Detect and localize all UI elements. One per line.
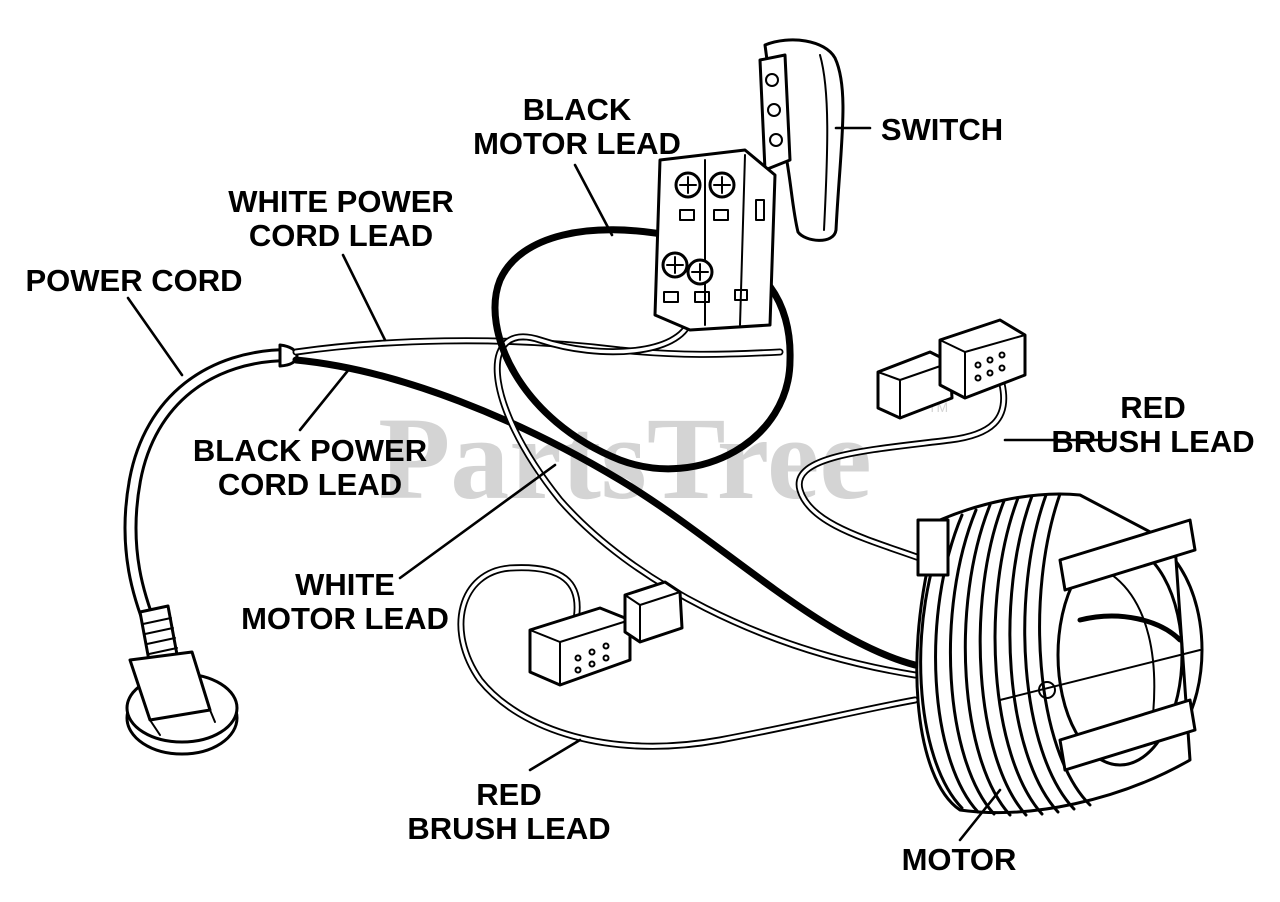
red-brush-lead-right-wire (795, 380, 1008, 564)
label-white-motor-lead: WHITE MOTOR LEAD (241, 567, 449, 636)
label-switch-text: SWITCH (881, 112, 1003, 147)
label-red-brush-lead-right-line2: BRUSH LEAD (1051, 424, 1254, 459)
label-white-motor-lead-line1: WHITE (295, 567, 395, 602)
leader-lines (126, 126, 1112, 842)
label-black-motor-lead-line2: MOTOR LEAD (473, 126, 681, 161)
label-black-power-cord-lead-line1: BLACK POWER (193, 433, 427, 468)
label-white-power-cord-lead-line2: CORD LEAD (249, 218, 433, 253)
strain-relief (138, 604, 180, 668)
switch (653, 38, 845, 332)
label-black-motor-lead: BLACK MOTOR LEAD (473, 92, 681, 161)
label-white-power-cord-lead: WHITE POWER CORD LEAD (228, 184, 454, 253)
motor-windings (919, 492, 1092, 817)
label-red-brush-lead-bottom-line2: BRUSH LEAD (407, 811, 610, 846)
white-motor-lead (493, 316, 919, 679)
label-white-power-cord-lead-line1: WHITE POWER (228, 184, 454, 219)
motor (915, 492, 1204, 817)
brush-connector-right (876, 318, 1027, 420)
label-black-motor-lead-line1: BLACK (523, 92, 632, 127)
white-power-cord-lead (292, 337, 784, 358)
label-motor: MOTOR (902, 842, 1017, 877)
label-red-brush-lead-right-line1: RED (1120, 390, 1185, 425)
black-power-cord-lead (292, 356, 919, 669)
label-black-power-cord-lead: BLACK POWER CORD LEAD (193, 433, 427, 502)
terminal-screws (661, 171, 736, 286)
terminal-slots (663, 209, 748, 303)
red-brush-lead-bottom-wire (457, 564, 919, 750)
label-switch: SWITCH (881, 112, 1003, 147)
black-motor-lead (491, 226, 794, 473)
power-cord (123, 343, 299, 756)
label-white-motor-lead-line2: MOTOR LEAD (241, 601, 449, 636)
plug (125, 650, 239, 756)
label-motor-text: MOTOR (902, 842, 1017, 877)
brush-connector-bottom (528, 580, 684, 687)
label-black-power-cord-lead-line2: CORD LEAD (218, 467, 402, 502)
label-power-cord: POWER CORD (26, 263, 243, 298)
label-red-brush-lead-bottom: RED BRUSH LEAD (407, 777, 610, 846)
label-power-cord-text: POWER CORD (26, 263, 243, 298)
label-red-brush-lead-right: RED BRUSH LEAD (1051, 390, 1254, 459)
label-red-brush-lead-bottom-line1: RED (476, 777, 541, 812)
